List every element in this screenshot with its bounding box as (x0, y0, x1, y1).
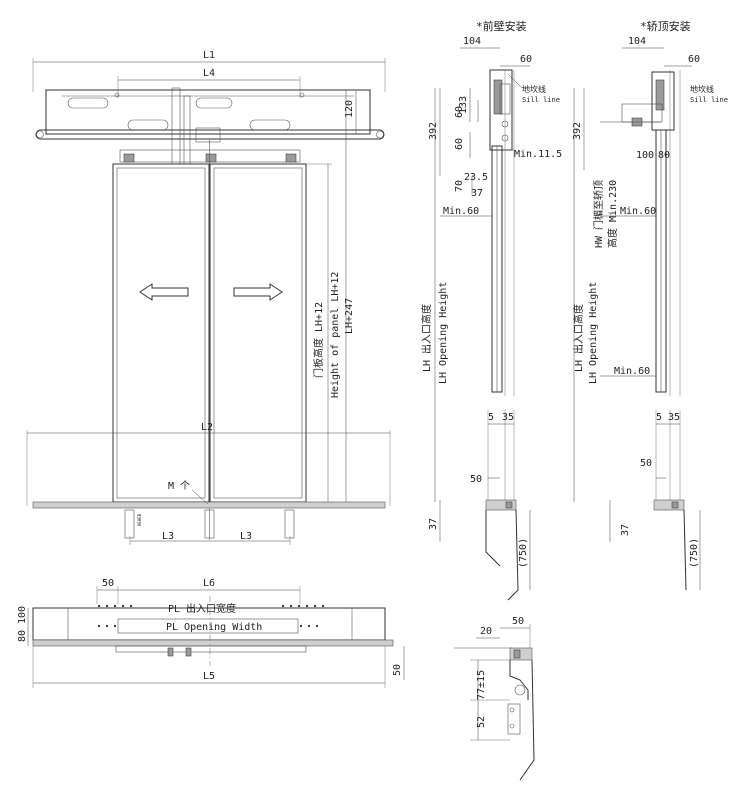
open-arrow-left (139, 283, 189, 301)
detail-dim-77: 77±15 (476, 670, 487, 700)
car-dim-392: 392 (572, 122, 583, 140)
car-min-60: Min.60 (620, 206, 656, 217)
wall-dim-37-bottom: 37 (428, 518, 439, 530)
overall-height: LH+247 (344, 298, 355, 334)
panel-height-cn: 门板高度 LH+12 (312, 302, 325, 378)
wall-dim-23-5: 23.5 (464, 172, 488, 183)
car-height-cn: LH 出入口高度 (572, 304, 585, 372)
car-top-section: *轿顶安装 104 60 地坎线 Sill line 100 80 392 HW… (572, 19, 728, 591)
wall-section-title: *前壁安装 (476, 19, 527, 33)
front-elevation: L1 L4 120 (26, 50, 391, 545)
wall-dim-70: 70 (454, 180, 465, 192)
car-dim-100: 100 (636, 150, 654, 161)
hanger-rail (35, 129, 385, 140)
wall-dim-60-top: 60 (520, 54, 532, 65)
dim-l1: L1 (203, 50, 215, 61)
dim-l2: L2 (201, 422, 213, 433)
open-arrow-right (233, 283, 283, 301)
wall-height-cn: LH 出入口高度 (420, 304, 433, 372)
car-dim-104: 104 (628, 36, 646, 47)
car-dim-60-top: 60 (688, 54, 700, 65)
car-min-60-low: Min.60 (614, 366, 650, 377)
car-hw-label-2: 高度 Min.230 (606, 180, 619, 248)
wall-dim-133: 133 (458, 96, 469, 114)
plan-dim-80: 80 (17, 630, 28, 642)
wall-dim-392: 392 (428, 122, 439, 140)
car-dim-5: 5 (656, 412, 662, 423)
dim-l3-left: L3 (162, 531, 174, 542)
dim-l4: L4 (203, 68, 215, 79)
wall-sill-cn: 地坎线 (522, 84, 546, 94)
plan-dim-50-right: 50 (392, 664, 403, 676)
plan-dim-l6: L6 (203, 578, 215, 589)
car-dim-50: 50 (640, 458, 652, 469)
door-panel-left (112, 163, 210, 503)
svg-text:HEHEB: HEHEB (137, 513, 142, 526)
panel-height-en: Height of panel LH+12 (330, 272, 341, 398)
wall-mount-section: *前壁安装 104 60 地坎线 Sill line 392 133 60 60… (420, 19, 562, 601)
wall-height-en: LH Opening Height (438, 282, 449, 384)
door-sill (32, 501, 386, 509)
sill-detail: 20 50 77±15 52 (454, 616, 535, 781)
wall-dim-35: 35 (502, 412, 514, 423)
wall-min-60: Min.60 (443, 206, 479, 217)
wall-dim-60-a: 60 (454, 106, 465, 118)
wall-min-11-5: Min.11.5 (514, 149, 562, 160)
wall-dim-5: 5 (488, 412, 494, 423)
car-dim-37: 37 (620, 524, 631, 536)
marker-m: M 个 (168, 480, 190, 492)
detail-dim-52: 52 (476, 716, 487, 728)
wall-dim-104: 104 (463, 36, 481, 47)
plan-dim-50: 50 (102, 578, 114, 589)
door-panel-right (209, 163, 307, 503)
car-height-en: LH Opening Height (588, 282, 599, 384)
car-dim-750: (750) (689, 538, 700, 568)
car-sill-en: Sill line (690, 96, 728, 104)
plan-dim-100: 100 (17, 606, 28, 624)
car-hw-label-1: HW 门楣至轿顶 (592, 180, 605, 248)
wall-dim-37: 37 (471, 188, 483, 199)
car-sill-cn: 地坎线 (690, 84, 714, 94)
door-header (45, 89, 371, 135)
opening-width-en: PL Opening Width (166, 622, 262, 633)
plan-dim-l5: L5 (203, 671, 215, 682)
dim-l3-right: L3 (240, 531, 252, 542)
plan-view: 50 L6 PL 出入口宽度 PL Opening Width 80 100 (17, 578, 405, 688)
detail-dim-20: 20 (480, 626, 492, 637)
wall-sill-en: Sill line (522, 96, 560, 104)
wall-dim-60-b: 60 (454, 138, 465, 150)
car-section-title: *轿顶安装 (640, 19, 691, 33)
detail-dim-50: 50 (512, 616, 524, 627)
dim-120: 120 (344, 100, 355, 118)
wall-dim-50: 50 (470, 474, 482, 485)
wall-dim-750: (750) (518, 538, 529, 568)
car-dim-80: 80 (658, 150, 670, 161)
car-dim-35: 35 (668, 412, 680, 423)
